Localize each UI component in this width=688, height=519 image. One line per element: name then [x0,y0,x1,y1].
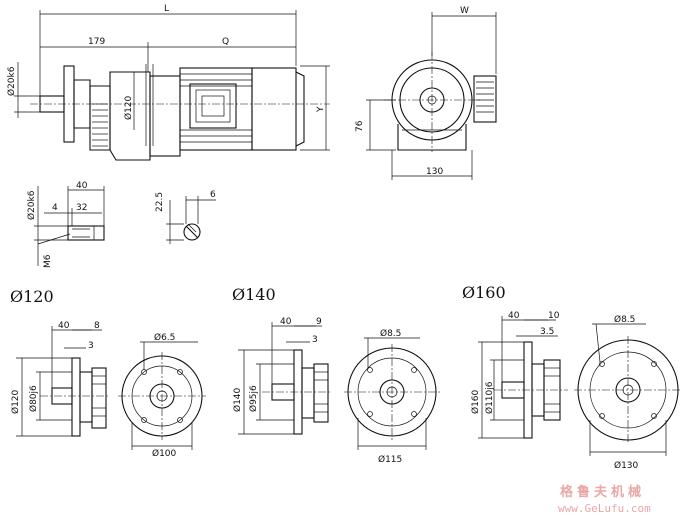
dim-L: L [164,4,169,14]
flange-120-dim-40: 40 [58,321,70,331]
flange-140-dim-t: 9 [316,317,322,327]
dim-32: 32 [76,203,87,213]
dim-shaft-dia: Ø20k6 [6,66,17,96]
dim-flange-dia: Ø120 [123,95,134,120]
watermark-cn: 格鲁夫机械 [560,484,645,500]
flange-160-dim-pilot: Ø110j6 [484,381,495,414]
dim-4: 4 [52,203,58,213]
shaft-end [67,225,105,241]
dim-76: 76 [355,120,365,132]
dim-130: 130 [426,167,443,177]
flange-160-header: Ø160 [462,283,506,302]
flange-160-dim-3: 3.5 [540,327,554,337]
end-terminal-box [473,75,497,123]
dim-22-5: 22.5 [155,192,165,212]
main-side-view: L 179 Q Ø20k6 Ø120 Y [6,4,330,161]
dim-179: 179 [88,37,105,47]
flange-160-dim-outer: Ø160 [470,389,481,414]
flange-140-dim-outer: Ø140 [232,387,243,412]
flange-140-group: Ø140 40 9 3 Ø140 Ø95j6 Ø8.5 [232,285,440,465]
flange-120-dim-3: 3 [88,341,94,351]
flange-160-dim-hole: Ø8.5 [614,314,635,325]
flange-140-dim-hole: Ø8.5 [380,328,401,339]
fan-cover [251,67,297,151]
dim-40-shaft: 40 [76,181,88,191]
dim-shaft-detail-dia: Ø20k6 [26,190,37,220]
flange-120-dim-pcd: Ø100 [152,448,177,459]
flange-120-header: Ø120 [10,287,54,306]
dim-W: W [460,6,469,16]
flange-120-plate [71,357,81,437]
dim-thread: M6 [43,254,53,268]
flange-120-dim-hole: Ø6.5 [154,332,175,343]
flange-140-dim-pcd: Ø115 [378,454,402,465]
flange-160-dim-t: 10 [548,311,560,321]
terminal-box [189,83,237,129]
flange-160-dim-pcd: Ø130 [614,460,639,471]
flange-120-dim-pilot: Ø80j6 [28,385,39,412]
flange-160-dim-40: 40 [508,311,520,321]
dim-6: 6 [210,190,216,200]
flange-160-group: Ø160 40 10 3.5 Ø160 Ø110j6 [462,283,682,471]
flange-120-dim-t: 8 [94,321,100,331]
watermark-url: www.GeLufu.com [558,502,651,515]
shaft-section-circle [183,223,201,241]
flange-140-header: Ø140 [232,285,276,304]
flange-120-dim-outer: Ø120 [10,389,21,414]
dim-Y: Y [316,106,326,113]
flange-140-dim-3: 3 [312,335,318,345]
end-view: W 76 130 [355,6,497,180]
shaft-detail: 40 4 32 Ø20k6 M6 22.5 6 [26,181,216,268]
flange-120-group: Ø120 40 8 3 Ø120 Ø80j6 [10,287,206,459]
flange-140-dim-40: 40 [280,317,292,327]
dim-Q: Q [222,37,229,47]
flange-140-dim-pilot: Ø95j6 [248,385,259,412]
